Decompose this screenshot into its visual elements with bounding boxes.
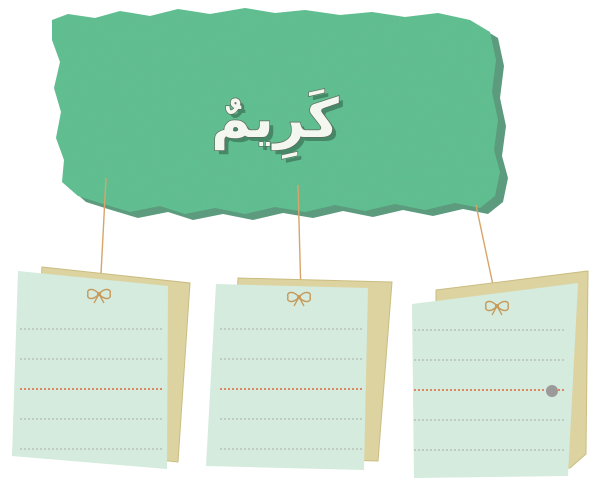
torn-banner: كَرِيمٌ كَرِيمٌ [52,8,508,220]
card-2-face [206,284,368,470]
banner-word: كَرِيمٌ [211,87,339,160]
card-2 [206,278,392,470]
card-1-face [12,271,168,469]
pin-dot-icon [546,385,558,397]
card-1 [12,267,190,469]
card-3 [412,271,588,478]
card-3-face [412,283,578,478]
